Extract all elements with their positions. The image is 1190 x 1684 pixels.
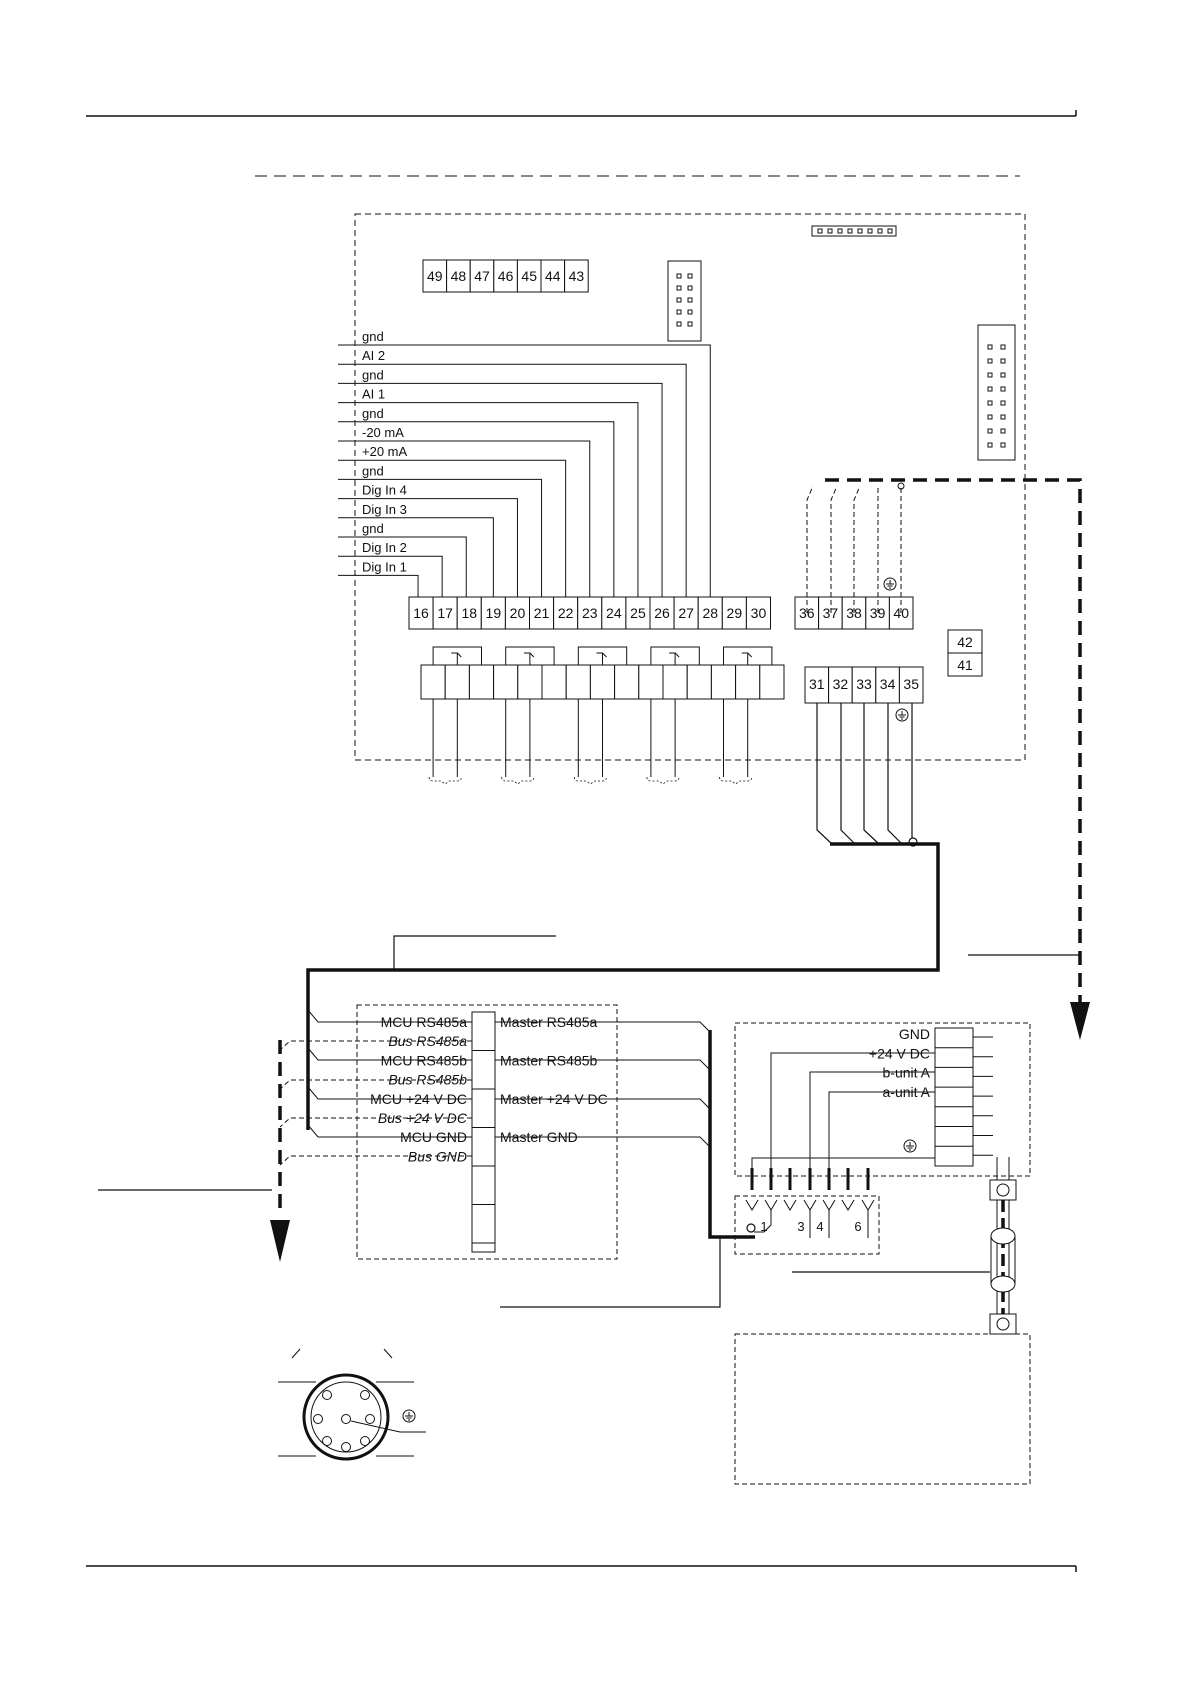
terminal-22: 22 bbox=[558, 605, 574, 621]
pin-4: 4 bbox=[816, 1219, 823, 1234]
terminal-49: 49 bbox=[427, 268, 443, 284]
mcu-module-outline bbox=[356, 1004, 618, 1260]
io-signal-wires bbox=[338, 344, 711, 597]
io-label: gnd bbox=[362, 463, 384, 478]
terminal-27: 27 bbox=[678, 605, 694, 621]
bus-bottom-wires bbox=[816, 703, 918, 847]
io-label: Dig In 1 bbox=[362, 559, 407, 574]
io-label: gnd bbox=[362, 406, 384, 421]
mcu-terminal-strip bbox=[471, 1011, 496, 1253]
terminal-42: 42 bbox=[957, 634, 973, 650]
ribbon-header-small bbox=[667, 260, 702, 342]
io-label: gnd bbox=[362, 367, 384, 382]
unit-connection-labels: GND+24 V DCb-unit Aa-unit A bbox=[869, 1026, 931, 1100]
relay-outputs bbox=[420, 646, 785, 785]
terminal-34: 34 bbox=[880, 676, 896, 692]
terminal-16: 16 bbox=[413, 605, 429, 621]
terminal-33: 33 bbox=[856, 676, 872, 692]
io-label: gnd bbox=[362, 329, 384, 344]
io-label: AI 1 bbox=[362, 387, 385, 402]
terminal-21: 21 bbox=[534, 605, 550, 621]
unit-wires bbox=[751, 1052, 935, 1170]
unit-label: b-unit A bbox=[883, 1065, 931, 1081]
bus-cable-solid bbox=[306, 842, 940, 1130]
io-label: Dig In 4 bbox=[362, 483, 407, 498]
shielded-cable bbox=[989, 1157, 1017, 1335]
io-label: -20 mA bbox=[362, 425, 404, 440]
terminal-30: 30 bbox=[751, 605, 767, 621]
terminal-17: 17 bbox=[437, 605, 453, 621]
unit-terminal-strip bbox=[934, 1027, 974, 1167]
mcu-wires bbox=[98, 1009, 755, 1308]
terminal-47: 47 bbox=[474, 268, 490, 284]
terminal-32: 32 bbox=[833, 676, 849, 692]
terminal-41: 41 bbox=[957, 657, 973, 673]
terminal-48: 48 bbox=[451, 268, 467, 284]
io-label: AI 2 bbox=[362, 348, 385, 363]
round-connector bbox=[278, 1348, 426, 1461]
plug-connector-outline bbox=[734, 1195, 880, 1255]
terminal-26: 26 bbox=[654, 605, 670, 621]
main-board-outline bbox=[354, 213, 1026, 761]
unit-label: GND bbox=[899, 1026, 930, 1042]
terminal-46: 46 bbox=[498, 268, 514, 284]
pin-1: 1 bbox=[760, 1219, 767, 1234]
terminal-20: 20 bbox=[510, 605, 526, 621]
io-label: gnd bbox=[362, 521, 384, 536]
terminal-24: 24 bbox=[606, 605, 622, 621]
ribbon-header-large bbox=[977, 324, 1016, 461]
terminal-19: 19 bbox=[486, 605, 502, 621]
unit-connector-pins bbox=[750, 1168, 870, 1190]
terminal-29: 29 bbox=[727, 605, 743, 621]
top-pin-header bbox=[811, 225, 897, 237]
terminal-31: 31 bbox=[809, 676, 825, 692]
pin-3: 3 bbox=[797, 1219, 804, 1234]
terminal-23: 23 bbox=[582, 605, 598, 621]
unit-module-outline bbox=[734, 1022, 1031, 1177]
terminal-45: 45 bbox=[521, 268, 537, 284]
terminal-44: 44 bbox=[545, 268, 561, 284]
terminal-25: 25 bbox=[630, 605, 646, 621]
upper-terminal-block: 49 48 47 46 45 44 43 bbox=[422, 259, 589, 293]
io-label: Dig In 3 bbox=[362, 502, 407, 517]
bus-terminal-block-bottom: 31 32 33 34 35 bbox=[804, 666, 924, 704]
terminal-43: 43 bbox=[569, 268, 585, 284]
io-label: Dig In 2 bbox=[362, 540, 407, 555]
bus-cable-dashed bbox=[825, 478, 1090, 1040]
terminal-35: 35 bbox=[903, 676, 919, 692]
io-label: +20 mA bbox=[362, 444, 407, 459]
device-box-outline bbox=[734, 1333, 1031, 1485]
bus-top-wires bbox=[806, 482, 905, 613]
pin-6: 6 bbox=[854, 1219, 861, 1234]
terminal-28: 28 bbox=[702, 605, 718, 621]
terminal-18: 18 bbox=[461, 605, 477, 621]
main-terminal-block: 16 17 18 19 20 21 22 23 24 25 26 27 28 29 30 bbox=[408, 596, 772, 630]
